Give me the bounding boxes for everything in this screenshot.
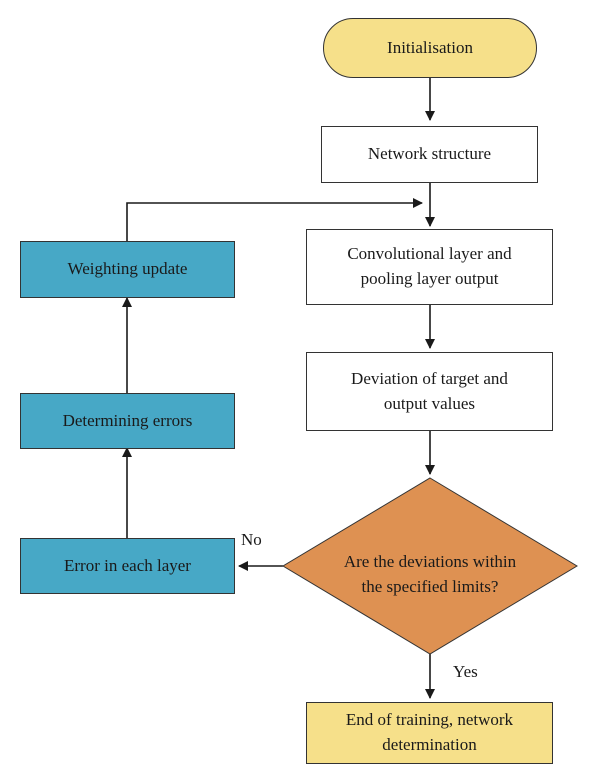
edge-label-no: No: [241, 530, 262, 549]
end-box: End of training, network determination: [306, 702, 553, 764]
determining-errors-label: Determining errors: [62, 410, 193, 430]
determining-errors-box: Determining errors: [20, 393, 235, 449]
end-label: End of training, network determination: [345, 710, 514, 754]
weighting-update-label: Weighting update: [67, 259, 188, 279]
deviation-box: Deviation of target and output values: [306, 352, 553, 431]
network-structure-label: Network structure: [367, 144, 492, 164]
start-terminator: Initialisation: [323, 18, 537, 78]
error-each-layer-label: Error in each layer: [64, 555, 191, 575]
arrow-weighting-feedback: [126, 198, 423, 241]
network-structure-box: Network structure: [321, 126, 538, 183]
deviation-label: Deviation of target and output values: [351, 368, 508, 413]
decision-diamond: [282, 477, 578, 655]
decision-label: Are the deviations within the specified …: [343, 552, 517, 596]
decision-text-wrap: Are the deviations within the specified …: [283, 516, 577, 634]
edge-label-yes: Yes: [453, 662, 478, 681]
weighting-update-box: Weighting update: [20, 241, 235, 298]
start-label: Initialisation: [387, 37, 473, 57]
error-each-layer-box: Error in each layer: [20, 538, 235, 594]
conv-pool-output-box: Convolutional layer and pooling layer ou…: [306, 229, 553, 305]
conv-pool-output-label: Convolutional layer and pooling layer ou…: [347, 244, 512, 288]
